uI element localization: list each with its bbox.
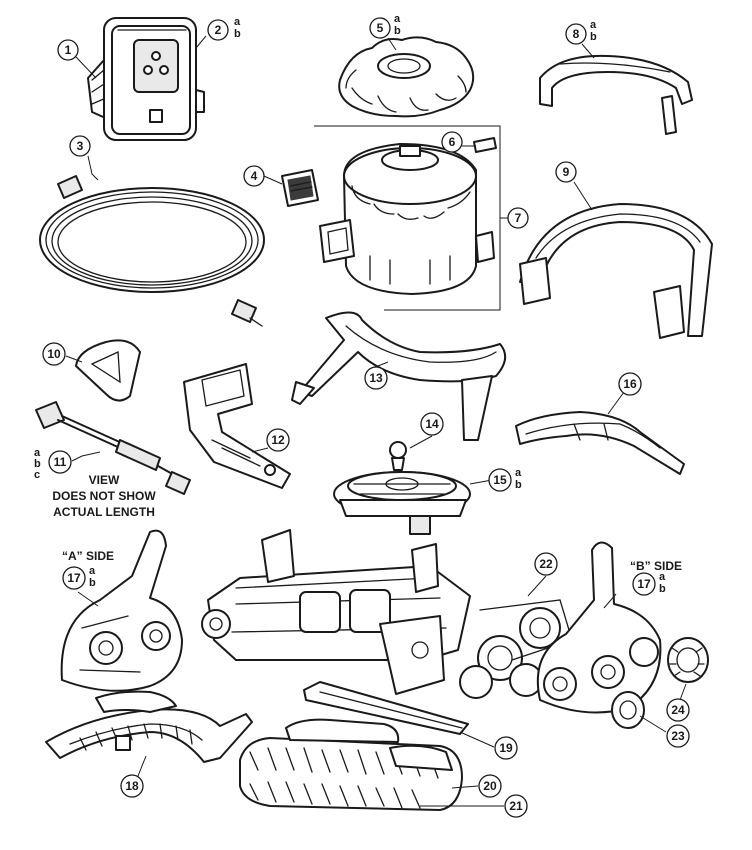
chassis-body	[201, 529, 471, 695]
svg-text:b: b	[34, 458, 41, 470]
svg-text:21: 21	[509, 799, 523, 813]
svg-text:17: 17	[637, 577, 651, 591]
impeller-housing	[333, 471, 471, 535]
svg-text:b: b	[89, 577, 96, 589]
view-note: VIEW DOES NOT SHOW ACTUAL LENGTH	[52, 473, 156, 519]
callout-9: 9	[555, 161, 577, 183]
callout-20: 20	[478, 774, 502, 798]
callout-21: 21	[504, 794, 528, 818]
svg-text:2: 2	[215, 23, 222, 37]
motor-assembly	[314, 125, 501, 311]
svg-text:ACTUAL LENGTH: ACTUAL LENGTH	[53, 505, 155, 519]
mounting-bar	[303, 681, 469, 735]
svg-text:a: a	[394, 13, 401, 25]
svg-text:b: b	[515, 479, 522, 491]
callout-22: 22	[534, 552, 558, 576]
svg-text:4: 4	[251, 169, 258, 183]
callout-13: 13	[364, 366, 388, 390]
front-latch-bracket	[183, 363, 291, 489]
svg-text:10: 10	[47, 347, 61, 361]
extension-cable	[35, 401, 191, 495]
callout-15: 15 a b	[488, 467, 522, 492]
callout-17-b-side: 17 a b	[632, 571, 666, 596]
swivel-clip	[75, 339, 141, 402]
top-cover	[338, 36, 475, 118]
callout-1: 1	[57, 39, 79, 61]
floating-cable	[39, 175, 265, 327]
svg-text:1: 1	[65, 43, 72, 57]
b-side-label: “B” SIDE	[630, 559, 682, 573]
callout-10: 10	[42, 342, 66, 366]
svg-text:a: a	[89, 565, 96, 577]
callout-2: 2 a b	[207, 16, 241, 41]
a-side-plate	[60, 529, 183, 692]
screw-knob	[389, 441, 407, 471]
callout-23: 23	[666, 724, 690, 748]
svg-text:20: 20	[483, 779, 497, 793]
debris-tray	[45, 690, 253, 763]
svg-text:23: 23	[671, 729, 685, 743]
top-handle-frame	[291, 311, 507, 441]
svg-text:17: 17	[67, 571, 81, 585]
callout-12: 12	[266, 428, 290, 452]
svg-text:16: 16	[623, 377, 637, 391]
svg-text:22: 22	[539, 557, 553, 571]
callout-11: 11 a b c	[34, 447, 72, 481]
svg-text:6: 6	[449, 135, 456, 149]
wheel-tire	[667, 637, 709, 683]
callout-3: 3	[69, 135, 91, 157]
svg-text:c: c	[34, 469, 40, 481]
a-side-label: “A” SIDE	[62, 549, 114, 563]
svg-text:b: b	[590, 31, 597, 43]
svg-text:a: a	[34, 447, 41, 459]
svg-text:a: a	[234, 16, 241, 28]
small-handle	[539, 54, 693, 135]
svg-text:13: 13	[369, 371, 383, 385]
callout-8: 8 a b	[565, 19, 597, 45]
svg-text:5: 5	[377, 21, 384, 35]
side-cover	[515, 411, 685, 475]
callout-16: 16	[618, 372, 642, 396]
svg-text:8: 8	[573, 27, 580, 41]
svg-text:15: 15	[493, 473, 507, 487]
svg-text:12: 12	[271, 433, 285, 447]
svg-text:9: 9	[563, 165, 570, 179]
large-handle	[519, 203, 713, 339]
wheel-small	[611, 691, 645, 729]
brush-rollers	[239, 718, 463, 811]
callout-18: 18	[120, 774, 144, 798]
callout-4: 4	[243, 165, 265, 187]
power-supply-unit	[87, 17, 205, 141]
callout-19: 19	[494, 736, 518, 760]
svg-text:a: a	[590, 19, 597, 31]
leader-lines	[65, 35, 687, 807]
callout-5: 5 a b	[369, 13, 401, 39]
svg-text:14: 14	[425, 417, 439, 431]
svg-text:24: 24	[671, 703, 685, 717]
svg-text:b: b	[234, 28, 241, 40]
callout-7: 7	[507, 207, 529, 229]
callout-14: 14	[420, 412, 444, 436]
svg-text:b: b	[394, 25, 401, 37]
svg-text:a: a	[515, 467, 522, 479]
svg-text:a: a	[659, 571, 666, 583]
svg-text:DOES NOT SHOW: DOES NOT SHOW	[52, 489, 156, 503]
callout-6: 6	[441, 131, 463, 153]
svg-text:18: 18	[125, 779, 139, 793]
svg-text:VIEW: VIEW	[89, 473, 120, 487]
filter-cap	[281, 169, 319, 207]
callout-17-a-side: 17 a b	[62, 565, 96, 590]
callout-24: 24	[666, 698, 690, 722]
svg-text:b: b	[659, 583, 666, 595]
gear-train	[459, 599, 573, 699]
svg-text:3: 3	[77, 139, 84, 153]
svg-text:11: 11	[54, 455, 67, 469]
svg-text:19: 19	[499, 741, 513, 755]
svg-text:7: 7	[515, 211, 522, 225]
